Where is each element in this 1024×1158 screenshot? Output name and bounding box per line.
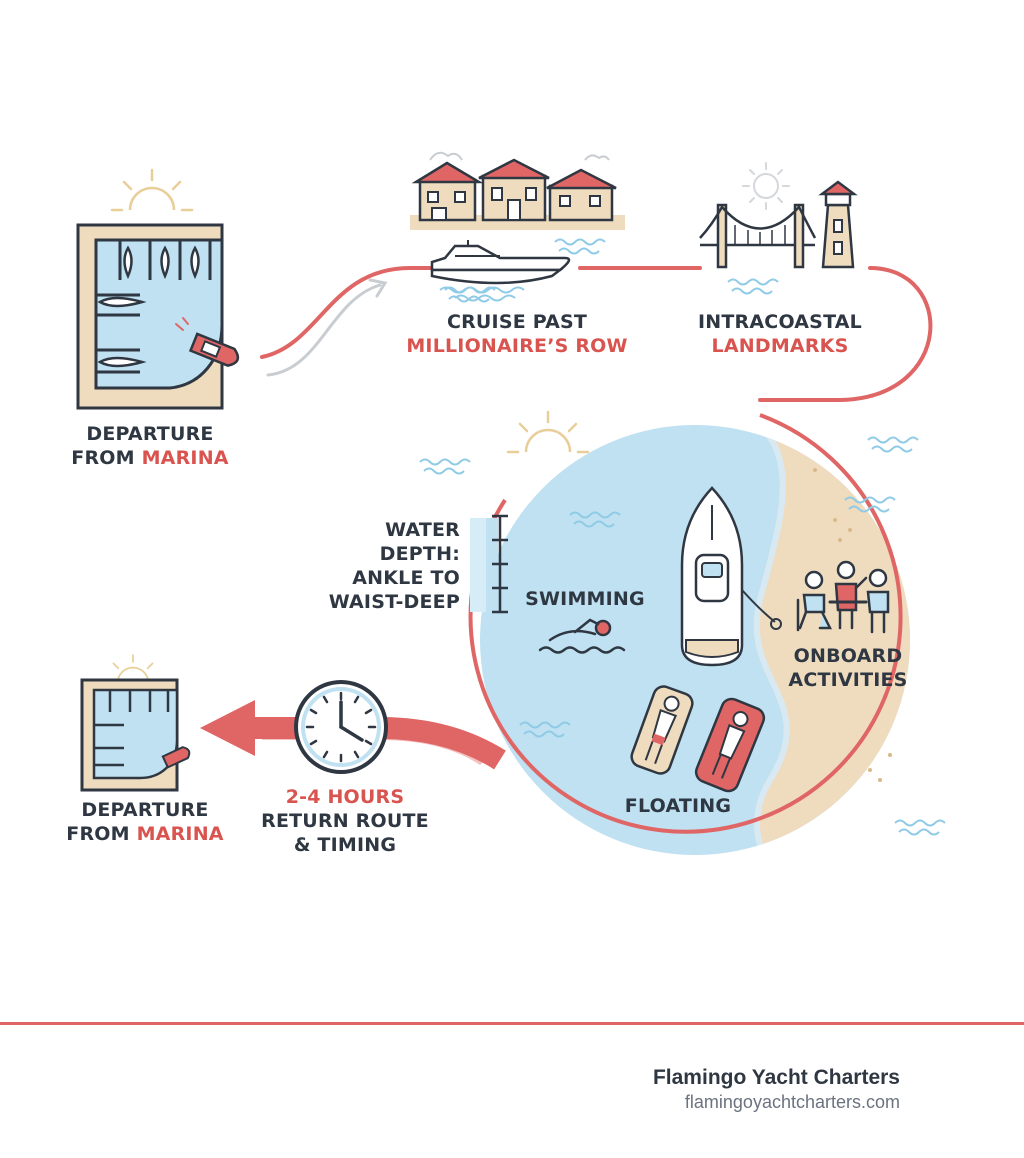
millionaires-row-line2: MILLIONAIRE’S ROW [406,335,628,357]
departure-line1: DEPARTURE [86,423,214,445]
anchored-boat-icon [680,486,782,667]
brand-name: Flamingo Yacht Charters [652,1066,900,1089]
onboard-line2: ACTIVITIES [788,669,908,691]
route-line [260,266,933,402]
onboard-line1: ONBOARD [793,645,903,667]
water-depth-line4: WAIST-DEEP [328,591,460,613]
water-depth-line1: WATER [385,519,460,541]
depth-gauge [470,514,508,614]
sun-icon [506,410,590,454]
float-mats-icon [630,685,766,793]
marina-icon [76,223,240,410]
water-depth-line2: DEPTH: [379,543,460,565]
yacht-icon [430,240,571,302]
intracoastal-label: INTRACOASTAL LANDMARKS [680,310,880,358]
water-depth-line3: ANKLE TO [352,567,460,589]
departure-line2-prefix: FROM [71,447,142,469]
return-hours: 2-4 HOURS [285,786,405,808]
water-depth-label: WATER DEPTH: ANKLE TO WAIST-DEEP [300,518,460,614]
departure-line2-accent: MARINA [141,447,229,469]
departure-label: DEPARTURE FROM MARINA [70,422,230,470]
swimming-label: SWIMMING [525,588,645,610]
bridge-icon [699,203,817,269]
marina-icon-small [80,678,191,792]
floating-label: FLOATING [624,795,732,817]
swimmer-icon [538,618,626,654]
return-line2: RETURN ROUTE [261,810,429,832]
sun-icon [110,168,194,212]
brand-url[interactable]: flamingoyachtcharters.com [684,1092,900,1112]
footer-divider [0,1022,1024,1025]
wake-line [266,283,382,377]
millionaires-row-label: CRUISE PAST MILLIONAIRE’S ROW [392,310,642,358]
sun-icon [742,162,790,210]
intracoastal-line1: INTRACOASTAL [698,311,862,333]
lighthouse-icon [818,180,858,269]
onboard-activities-label: ONBOARD ACTIVITIES [778,644,918,692]
clock-icon [294,680,388,774]
people-icon [796,560,890,634]
mansions-icon [410,151,625,230]
return-line3: & TIMING [293,834,397,856]
arrival-label: DEPARTURE FROM MARINA [60,798,230,846]
arrival-line2-accent: MARINA [136,823,224,845]
return-label: 2-4 HOURS RETURN ROUTE & TIMING [250,785,440,857]
arrival-line1: DEPARTURE [81,799,209,821]
footer-brand: Flamingo Yacht Charters flamingoyachtcha… [653,1066,900,1113]
millionaires-row-line1: CRUISE PAST [446,311,588,333]
arrival-line2-prefix: FROM [66,823,137,845]
intracoastal-line2: LANDMARKS [711,335,849,357]
